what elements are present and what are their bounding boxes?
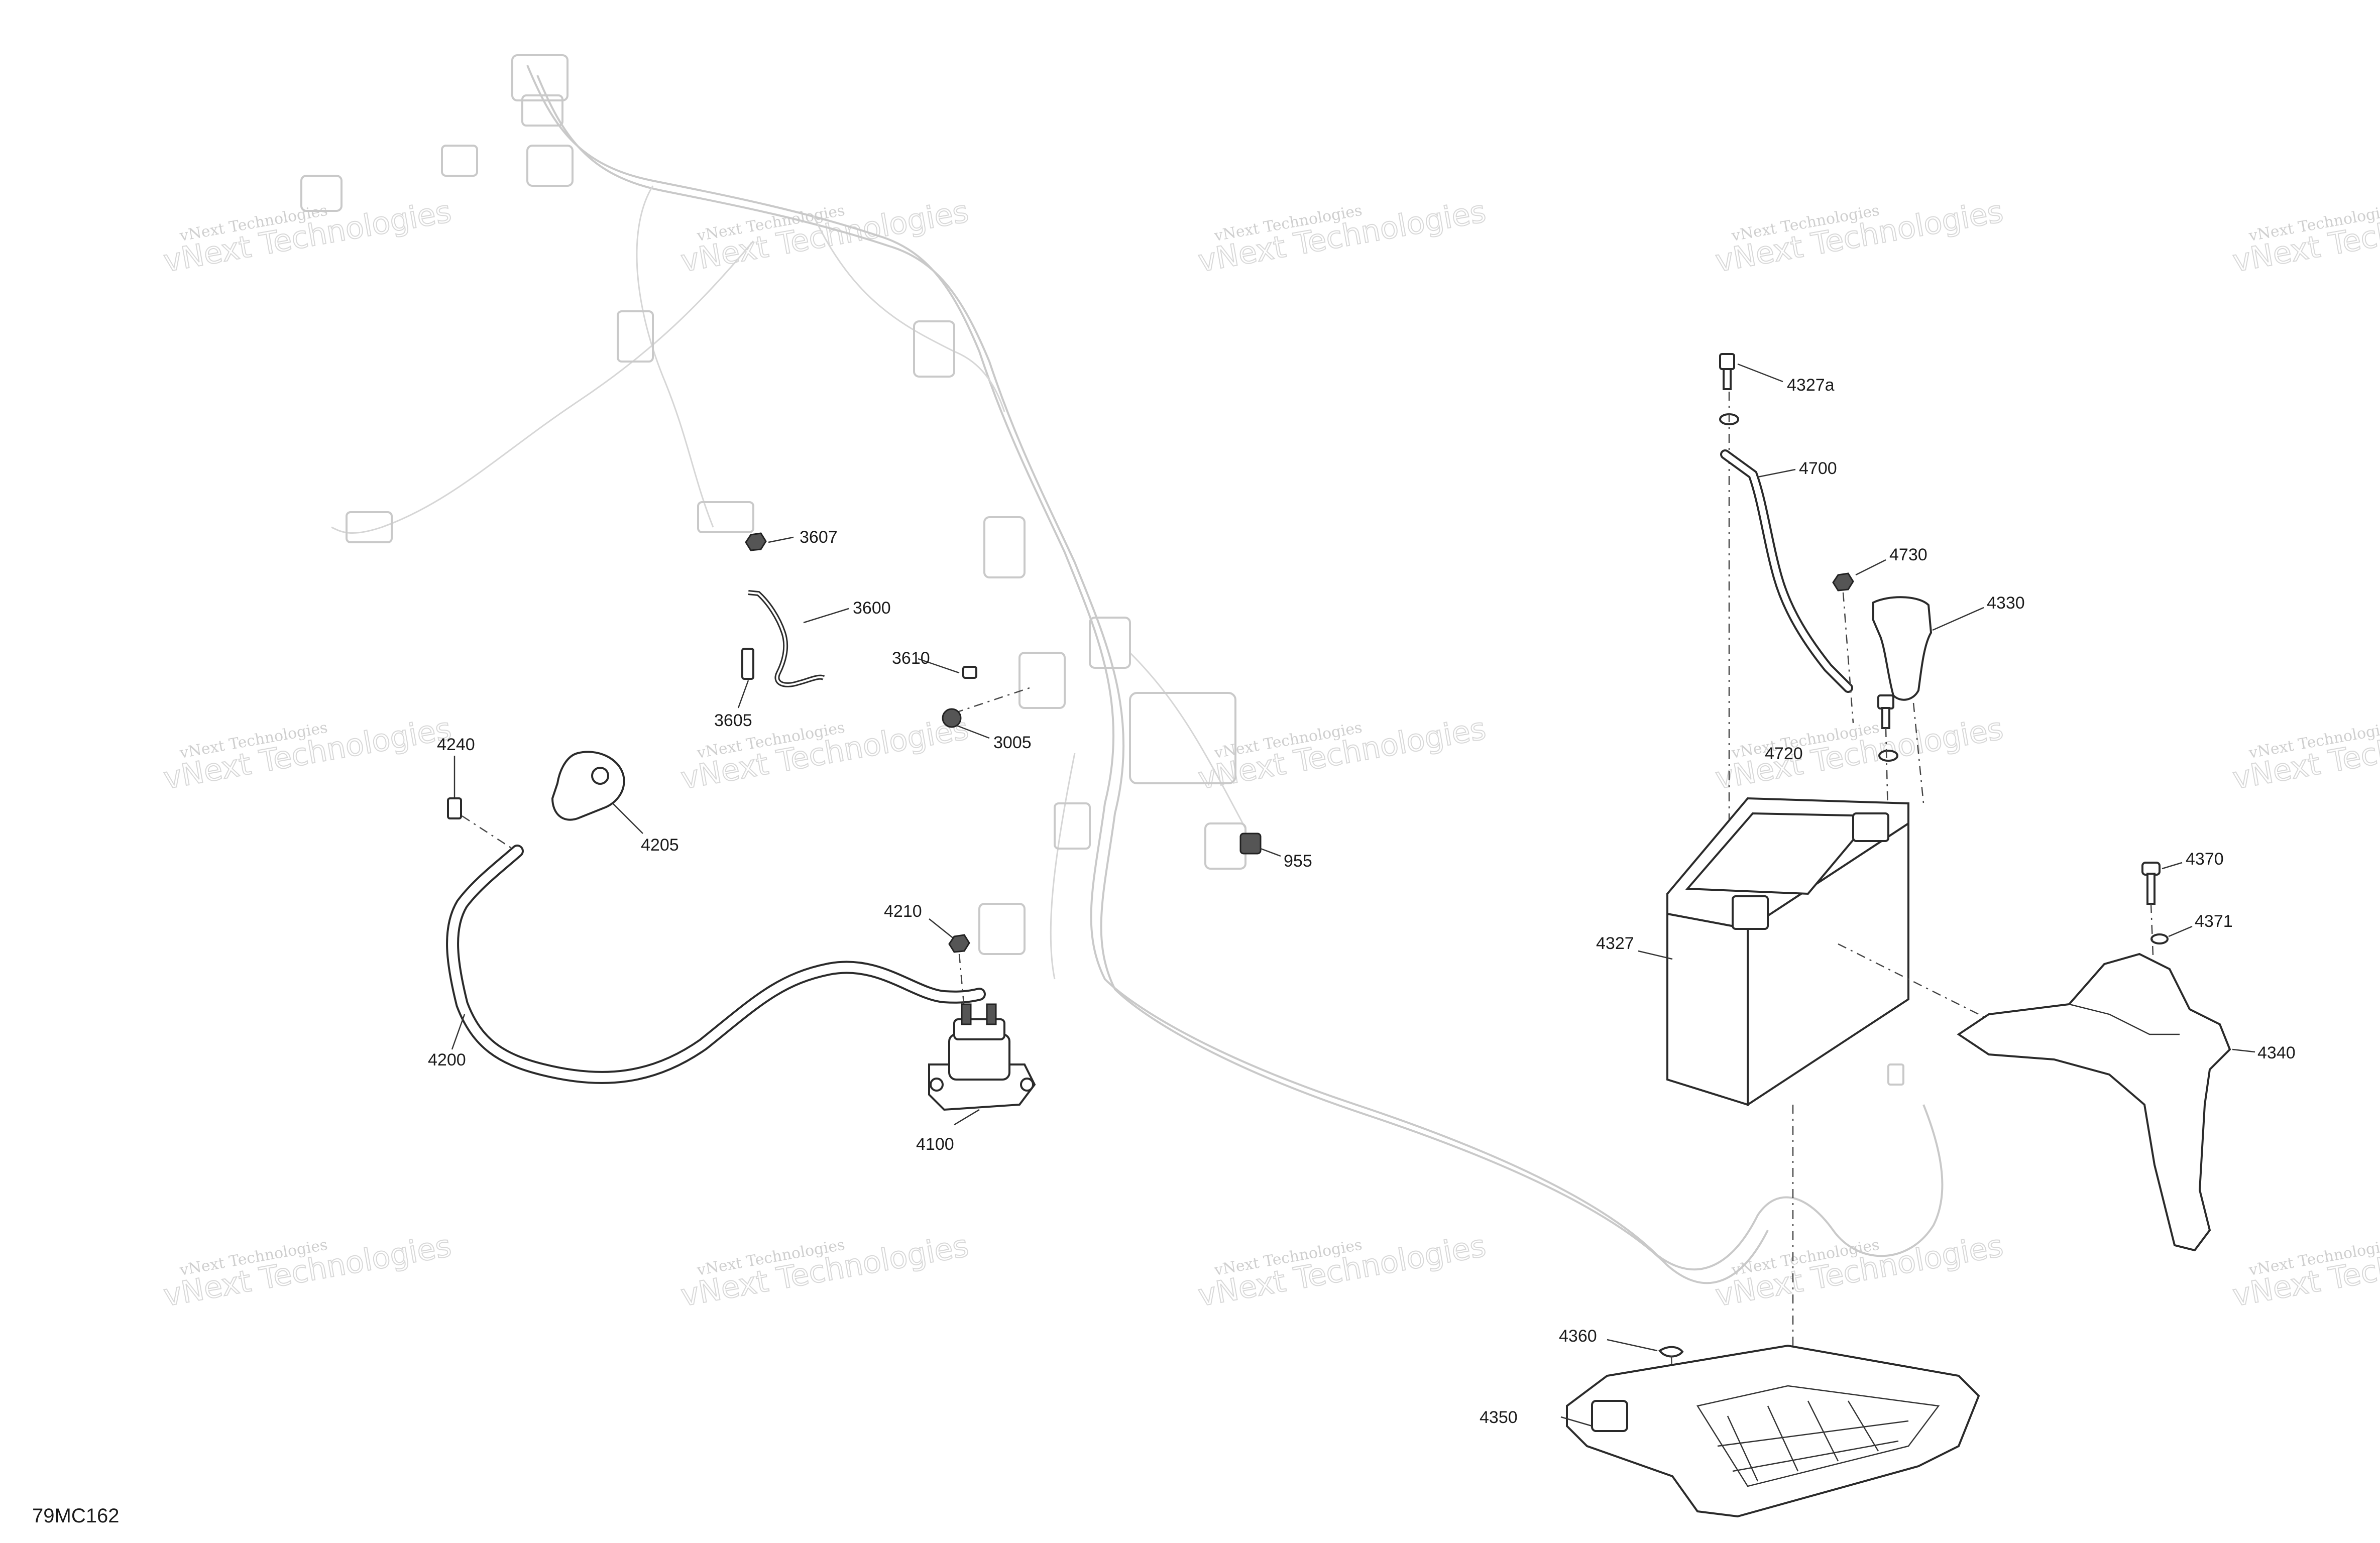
ground-cable-group: 3607 3600 3605 bbox=[714, 528, 891, 730]
callout-4330: 4330 bbox=[1987, 594, 2025, 613]
bolt-icon bbox=[447, 797, 462, 819]
diagram-code: 79MC162 bbox=[32, 1505, 119, 1527]
push-rivet-icon bbox=[1658, 1346, 1684, 1358]
battery-icon: 4327 bbox=[1596, 797, 1989, 1356]
battery-bracket-icon bbox=[1957, 953, 2231, 1252]
washer-icon bbox=[1878, 750, 1898, 762]
bolt-icon bbox=[1719, 353, 1735, 370]
callout-4100: 4100 bbox=[916, 1135, 954, 1154]
callout-4240: 4240 bbox=[437, 735, 475, 754]
callout-4205: 4205 bbox=[641, 836, 679, 855]
bolt-icon bbox=[1877, 694, 1894, 709]
terminal-cover-icon bbox=[1872, 596, 1933, 701]
callout-3600: 3600 bbox=[853, 599, 891, 618]
bolt-icon bbox=[741, 648, 754, 680]
callout-4350: 4350 bbox=[1480, 1408, 1518, 1427]
nut-icon bbox=[1832, 572, 1854, 591]
callout-4700: 4700 bbox=[1799, 459, 1837, 478]
fastener-group: 3610 3005 bbox=[892, 649, 1032, 752]
callout-4730: 4730 bbox=[1889, 545, 1928, 564]
callout-955: 955 bbox=[1284, 852, 1312, 871]
callout-3607: 3607 bbox=[800, 528, 838, 547]
connector-group: 955 bbox=[1239, 833, 1312, 871]
callout-4370: 4370 bbox=[2186, 850, 2224, 869]
battery-tray-icon bbox=[1566, 1344, 1980, 1518]
callout-3605: 3605 bbox=[714, 711, 752, 730]
callout-4327a: 4327a bbox=[1787, 376, 1835, 395]
callout-4210: 4210 bbox=[884, 902, 922, 921]
positive-cable-group: 4240 4205 4200 4210 bbox=[428, 735, 986, 1084]
negative-cable-group: 4327a 4700 4730 4720 4330 bbox=[1719, 353, 2025, 914]
terminal-boot-icon bbox=[551, 751, 625, 821]
battery-bracket-group: 4370 4371 4340 bbox=[1957, 850, 2296, 1252]
connector-clip-icon bbox=[1239, 833, 1262, 855]
battery-tray-group: 4360 4350 bbox=[1480, 1327, 1980, 1518]
nut-icon bbox=[948, 934, 970, 953]
solenoid-icon: 4100 bbox=[916, 1003, 1036, 1154]
screw-icon bbox=[962, 666, 977, 679]
callout-4720: 4720 bbox=[1765, 744, 1803, 763]
callout-3005: 3005 bbox=[993, 733, 1032, 752]
nut-icon bbox=[745, 532, 767, 551]
positive-cable-icon bbox=[446, 845, 986, 1084]
washer-icon bbox=[2150, 933, 2169, 944]
callout-4371: 4371 bbox=[2195, 912, 2233, 931]
negative-cable-icon bbox=[1720, 449, 1853, 693]
callout-3610: 3610 bbox=[892, 649, 930, 668]
callout-4200: 4200 bbox=[428, 1050, 466, 1070]
callout-4360: 4360 bbox=[1559, 1327, 1597, 1346]
nut-icon bbox=[942, 708, 962, 728]
callout-4340: 4340 bbox=[2257, 1043, 2296, 1062]
callout-4327: 4327 bbox=[1596, 934, 1634, 953]
harness-icon bbox=[300, 54, 1944, 1284]
